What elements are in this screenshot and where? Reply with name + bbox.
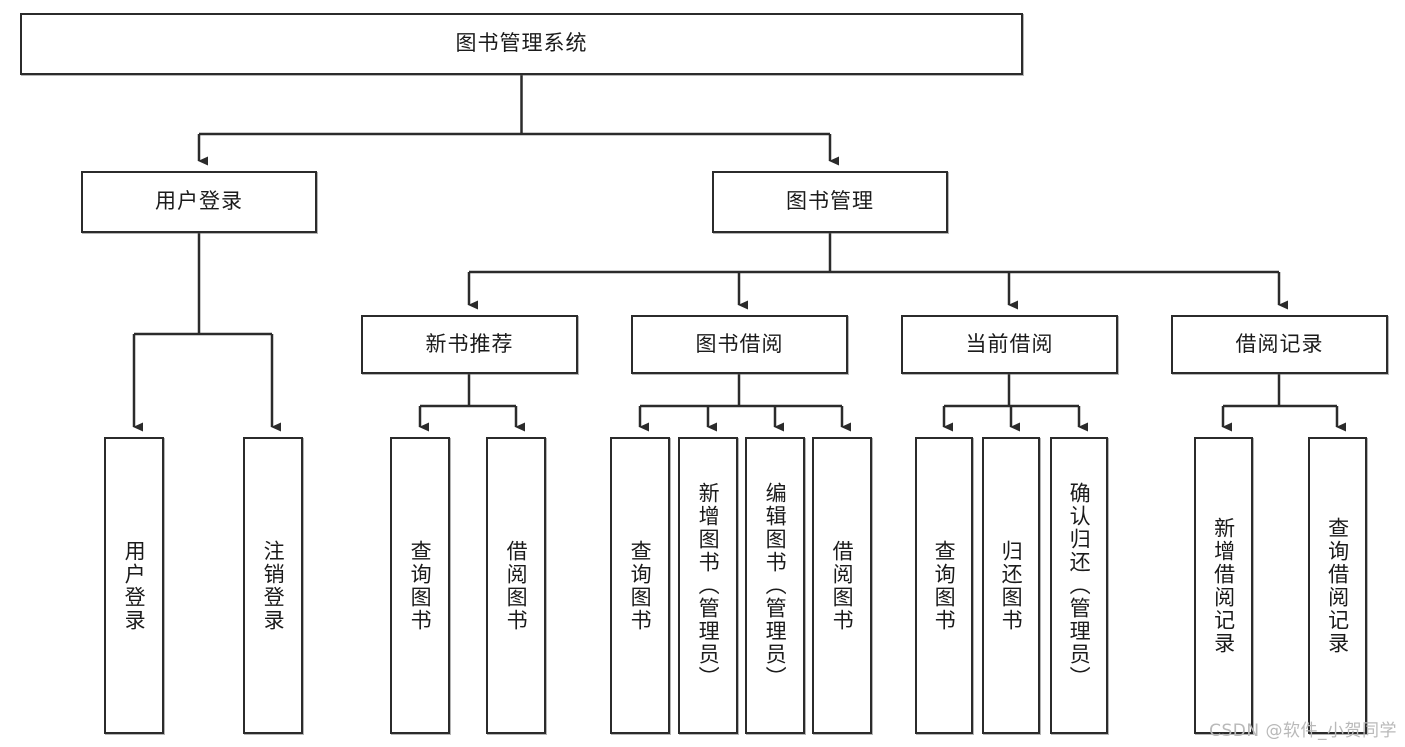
edge-root-to-level2	[197, 75, 839, 166]
node-leaf-current-return-book[interactable]: 归还图书	[982, 437, 1040, 734]
node-leaf-record-query[interactable]: 查询借阅记录	[1308, 437, 1367, 734]
edge-borrow-to-leaves	[638, 374, 851, 432]
node-leaf-newbook-borrow-book-label: 借阅图书	[504, 539, 529, 632]
node-leaf-borrow-query-book-label: 查询图书	[628, 539, 653, 632]
node-user-login[interactable]: 用户登录	[81, 171, 317, 233]
node-root[interactable]: 图书管理系统	[20, 13, 1023, 75]
edge-book-manage-to-level3	[467, 233, 1288, 310]
node-leaf-newbook-query-book-label: 查询图书	[408, 539, 433, 632]
node-book-borrow-label: 图书借阅	[695, 331, 784, 356]
node-current-borrow[interactable]: 当前借阅	[901, 315, 1118, 374]
node-leaf-borrow-add-book-label: 新增图书（管理员）	[696, 482, 721, 689]
node-leaf-current-query-book-label: 查询图书	[932, 539, 957, 632]
node-leaf-user-login[interactable]: 用户登录	[104, 437, 164, 734]
node-book-management-label: 图书管理	[786, 189, 874, 214]
node-book-borrow[interactable]: 图书借阅	[631, 315, 848, 374]
edge-new-book-to-leaves	[418, 374, 525, 432]
node-leaf-current-query-book[interactable]: 查询图书	[915, 437, 973, 734]
csdn-watermark: CSDN @软件_小贺同学	[1209, 721, 1397, 741]
node-leaf-borrow-query-book[interactable]: 查询图书	[610, 437, 670, 734]
node-current-borrow-label: 当前借阅	[965, 331, 1054, 356]
node-leaf-borrow-borrow-book[interactable]: 借阅图书	[812, 437, 872, 734]
node-new-book-recommend-label: 新书推荐	[425, 331, 514, 356]
node-book-management[interactable]: 图书管理	[712, 171, 948, 233]
node-leaf-newbook-borrow-book[interactable]: 借阅图书	[486, 437, 546, 734]
node-leaf-borrow-edit-book-label: 编辑图书（管理员）	[763, 482, 788, 689]
edge-record-to-leaves	[1221, 374, 1346, 432]
node-leaf-borrow-edit-book[interactable]: 编辑图书（管理员）	[745, 437, 805, 734]
edge-current-to-leaves	[942, 374, 1088, 432]
node-root-label: 图书管理系统	[455, 31, 588, 56]
node-user-login-label: 用户登录	[155, 189, 243, 214]
node-leaf-user-login-label: 用户登录	[122, 539, 147, 632]
node-leaf-current-confirm-return-label: 确认归还（管理员）	[1067, 482, 1092, 689]
node-leaf-current-return-book-label: 归还图书	[999, 539, 1024, 632]
node-leaf-newbook-query-book[interactable]: 查询图书	[390, 437, 450, 734]
edge-user-login-to-leaves	[132, 233, 281, 432]
node-leaf-logout[interactable]: 注销登录	[243, 437, 303, 734]
node-leaf-record-add[interactable]: 新增借阅记录	[1194, 437, 1253, 734]
node-leaf-record-query-label: 查询借阅记录	[1325, 516, 1350, 655]
node-leaf-current-confirm-return[interactable]: 确认归还（管理员）	[1050, 437, 1108, 734]
node-borrow-record[interactable]: 借阅记录	[1171, 315, 1388, 374]
node-leaf-record-add-label: 新增借阅记录	[1211, 516, 1236, 655]
node-leaf-borrow-borrow-book-label: 借阅图书	[830, 539, 855, 632]
node-leaf-borrow-add-book[interactable]: 新增图书（管理员）	[678, 437, 738, 734]
node-new-book-recommend[interactable]: 新书推荐	[361, 315, 578, 374]
node-borrow-record-label: 借阅记录	[1235, 331, 1324, 356]
node-leaf-logout-label: 注销登录	[261, 539, 286, 632]
